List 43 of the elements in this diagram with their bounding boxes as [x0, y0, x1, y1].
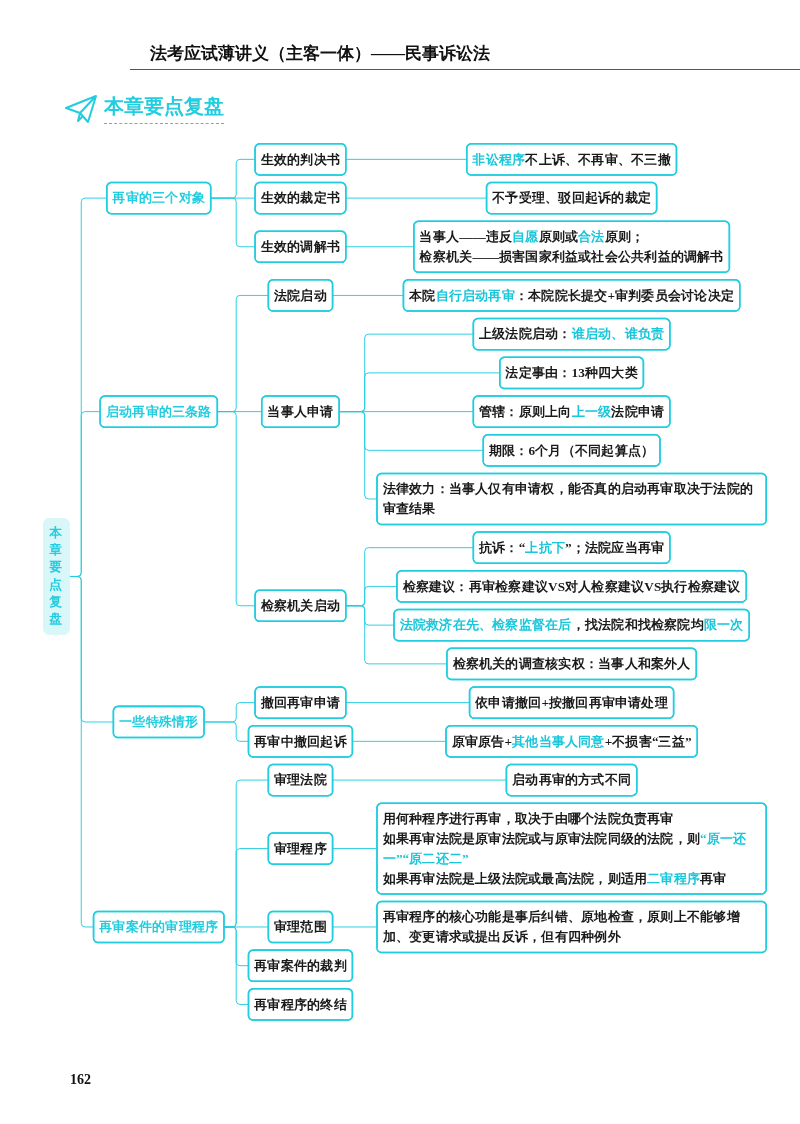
connector-line	[223, 926, 249, 1005]
topic-node: 生效的判决书	[254, 143, 347, 176]
topic-node: 审理范围	[267, 910, 334, 944]
branch-topic: 再审案件的审理程序	[92, 910, 225, 944]
topic-node: 法定事由：13种四大类	[499, 356, 645, 390]
connector-line	[332, 779, 507, 781]
topic-node: 非讼程序不上诉、不再审、不三撤	[465, 143, 678, 176]
connector-line	[332, 294, 404, 296]
topic-node: 审理程序	[267, 832, 334, 865]
topic-node: 检察建议：再审检察建议VS对人检察建议VS执行检察建议	[396, 570, 748, 603]
topic-node: 再审案件的裁判	[247, 949, 354, 983]
root-topic: 本章要点复盘	[43, 518, 70, 635]
topic-node: 再审中撤回起诉	[247, 725, 354, 758]
topic-node: 生效的裁定书	[254, 181, 347, 215]
topic-node: 审理法院	[267, 763, 334, 797]
connector-line	[210, 197, 256, 248]
topic-node: 期限：6个月（不同起算点）	[482, 434, 661, 467]
topic-node: 原审原告+其他当事人同意+不损害“三益”	[445, 725, 698, 758]
topic-node: 不予受理、驳回起诉的裁定	[485, 181, 658, 215]
topic-node: 当事人——违反自愿原则或合法原则； 检察机关——损害国家利益或社会公共利益的调解书	[413, 220, 731, 274]
branch-topic: 一些特殊情形	[112, 705, 205, 739]
topic-node: 法院启动	[267, 279, 334, 312]
running-header: 法考应试薄讲义（主客一体）——民事诉讼法	[150, 44, 490, 64]
topic-node: 依申请撤回+按撤回再审申请处理	[468, 686, 675, 719]
topic-node: 启动再审的方式不同	[505, 763, 638, 797]
topic-node: 管辖：原则上向上一级法院申请	[472, 395, 671, 428]
topic-node: 检察机关启动	[254, 589, 347, 623]
branch-topic: 再审的三个对象	[106, 181, 212, 215]
topic-node: 检察机关的调查核实权：当事人和案外人	[446, 647, 698, 681]
topic-node: 抗诉：“上抗下”；法院应当再审	[472, 531, 671, 564]
topic-node: 法院救济在先、检察监督在后，找法院和找检察院均限一次	[393, 608, 750, 642]
page-number: 162	[70, 1072, 91, 1088]
topic-node: 再审程序的核心功能是事后纠错、原地检查，原则上不能够增加、变更请求或提出反诉，但有四种例外	[376, 900, 767, 954]
branch-topic: 启动再审的三条路	[99, 395, 219, 428]
topic-node: 上级法院启动：谁启动、谁负责	[472, 317, 671, 351]
topic-node: 用何种程序进行再审，取决于由哪个法院负责再审 如果再审法院是原审法院或与原审法院同级的法院，则“原一还一”“原二还二” 如果再审法院是上级法院或最高法院，则适用二审程序再审	[376, 802, 767, 895]
topic-node: 生效的调解书	[254, 230, 347, 264]
topic-node: 撤回再审申请	[254, 686, 347, 719]
section-title: 本章要点复盘	[104, 93, 224, 124]
topic-node: 法律效力：当事人仅有申请权，能否真的启动再审取决于法院的审查结果	[376, 472, 767, 526]
topic-node: 本院自行启动再审：本院院长提交+审判委员会讨论决定	[402, 279, 741, 312]
topic-node: 再审程序的终结	[247, 988, 354, 1021]
topic-node: 当事人申请	[260, 395, 340, 428]
